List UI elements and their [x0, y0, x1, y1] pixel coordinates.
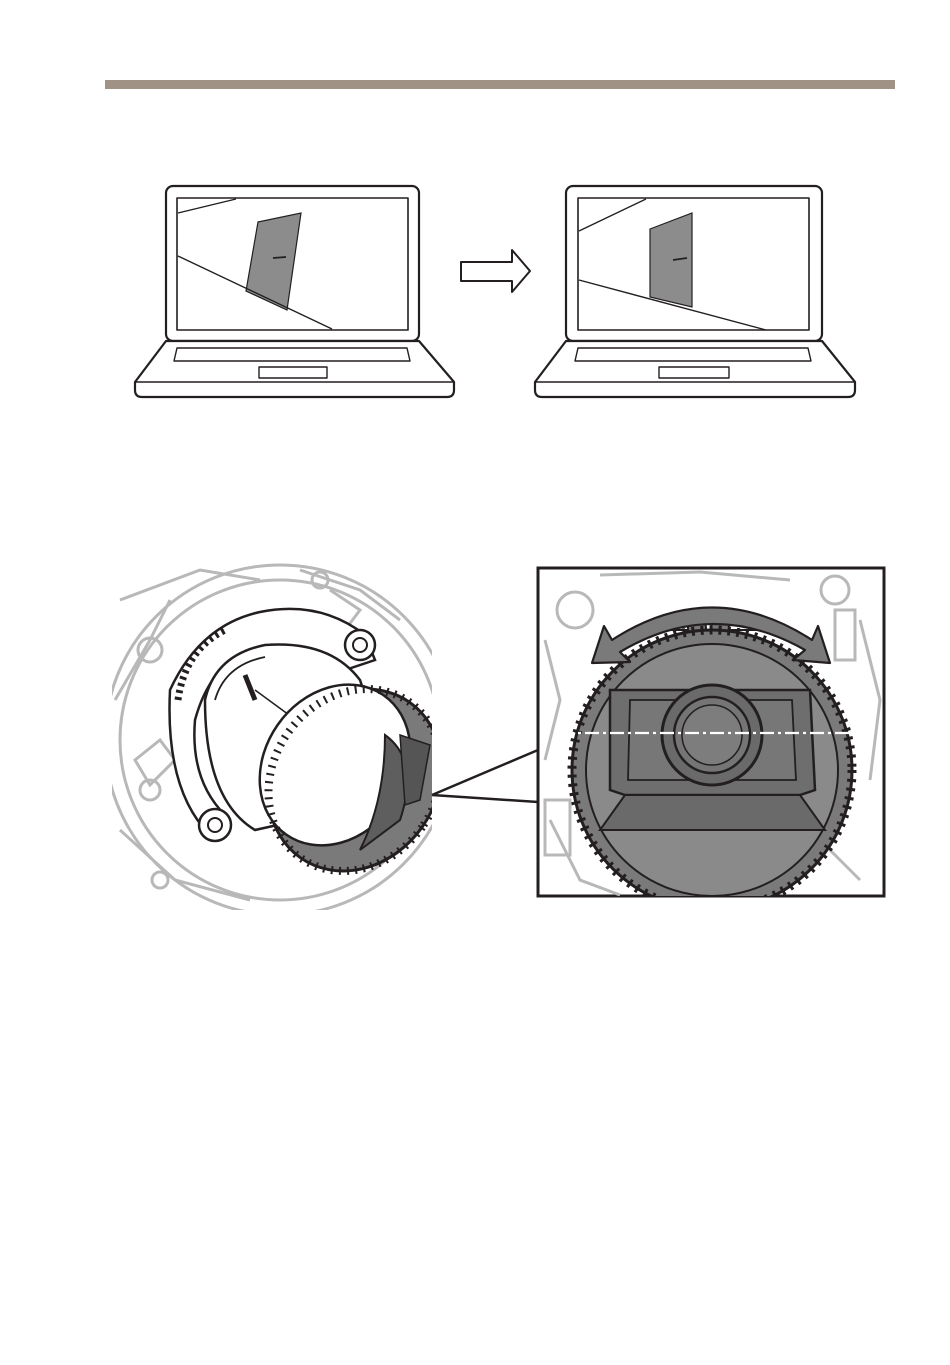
callout-lines — [432, 750, 538, 802]
laptop-icon — [535, 186, 855, 397]
camera-figure — [0, 540, 950, 940]
right-arrow-icon — [461, 250, 530, 292]
laptop-figure — [0, 0, 950, 420]
